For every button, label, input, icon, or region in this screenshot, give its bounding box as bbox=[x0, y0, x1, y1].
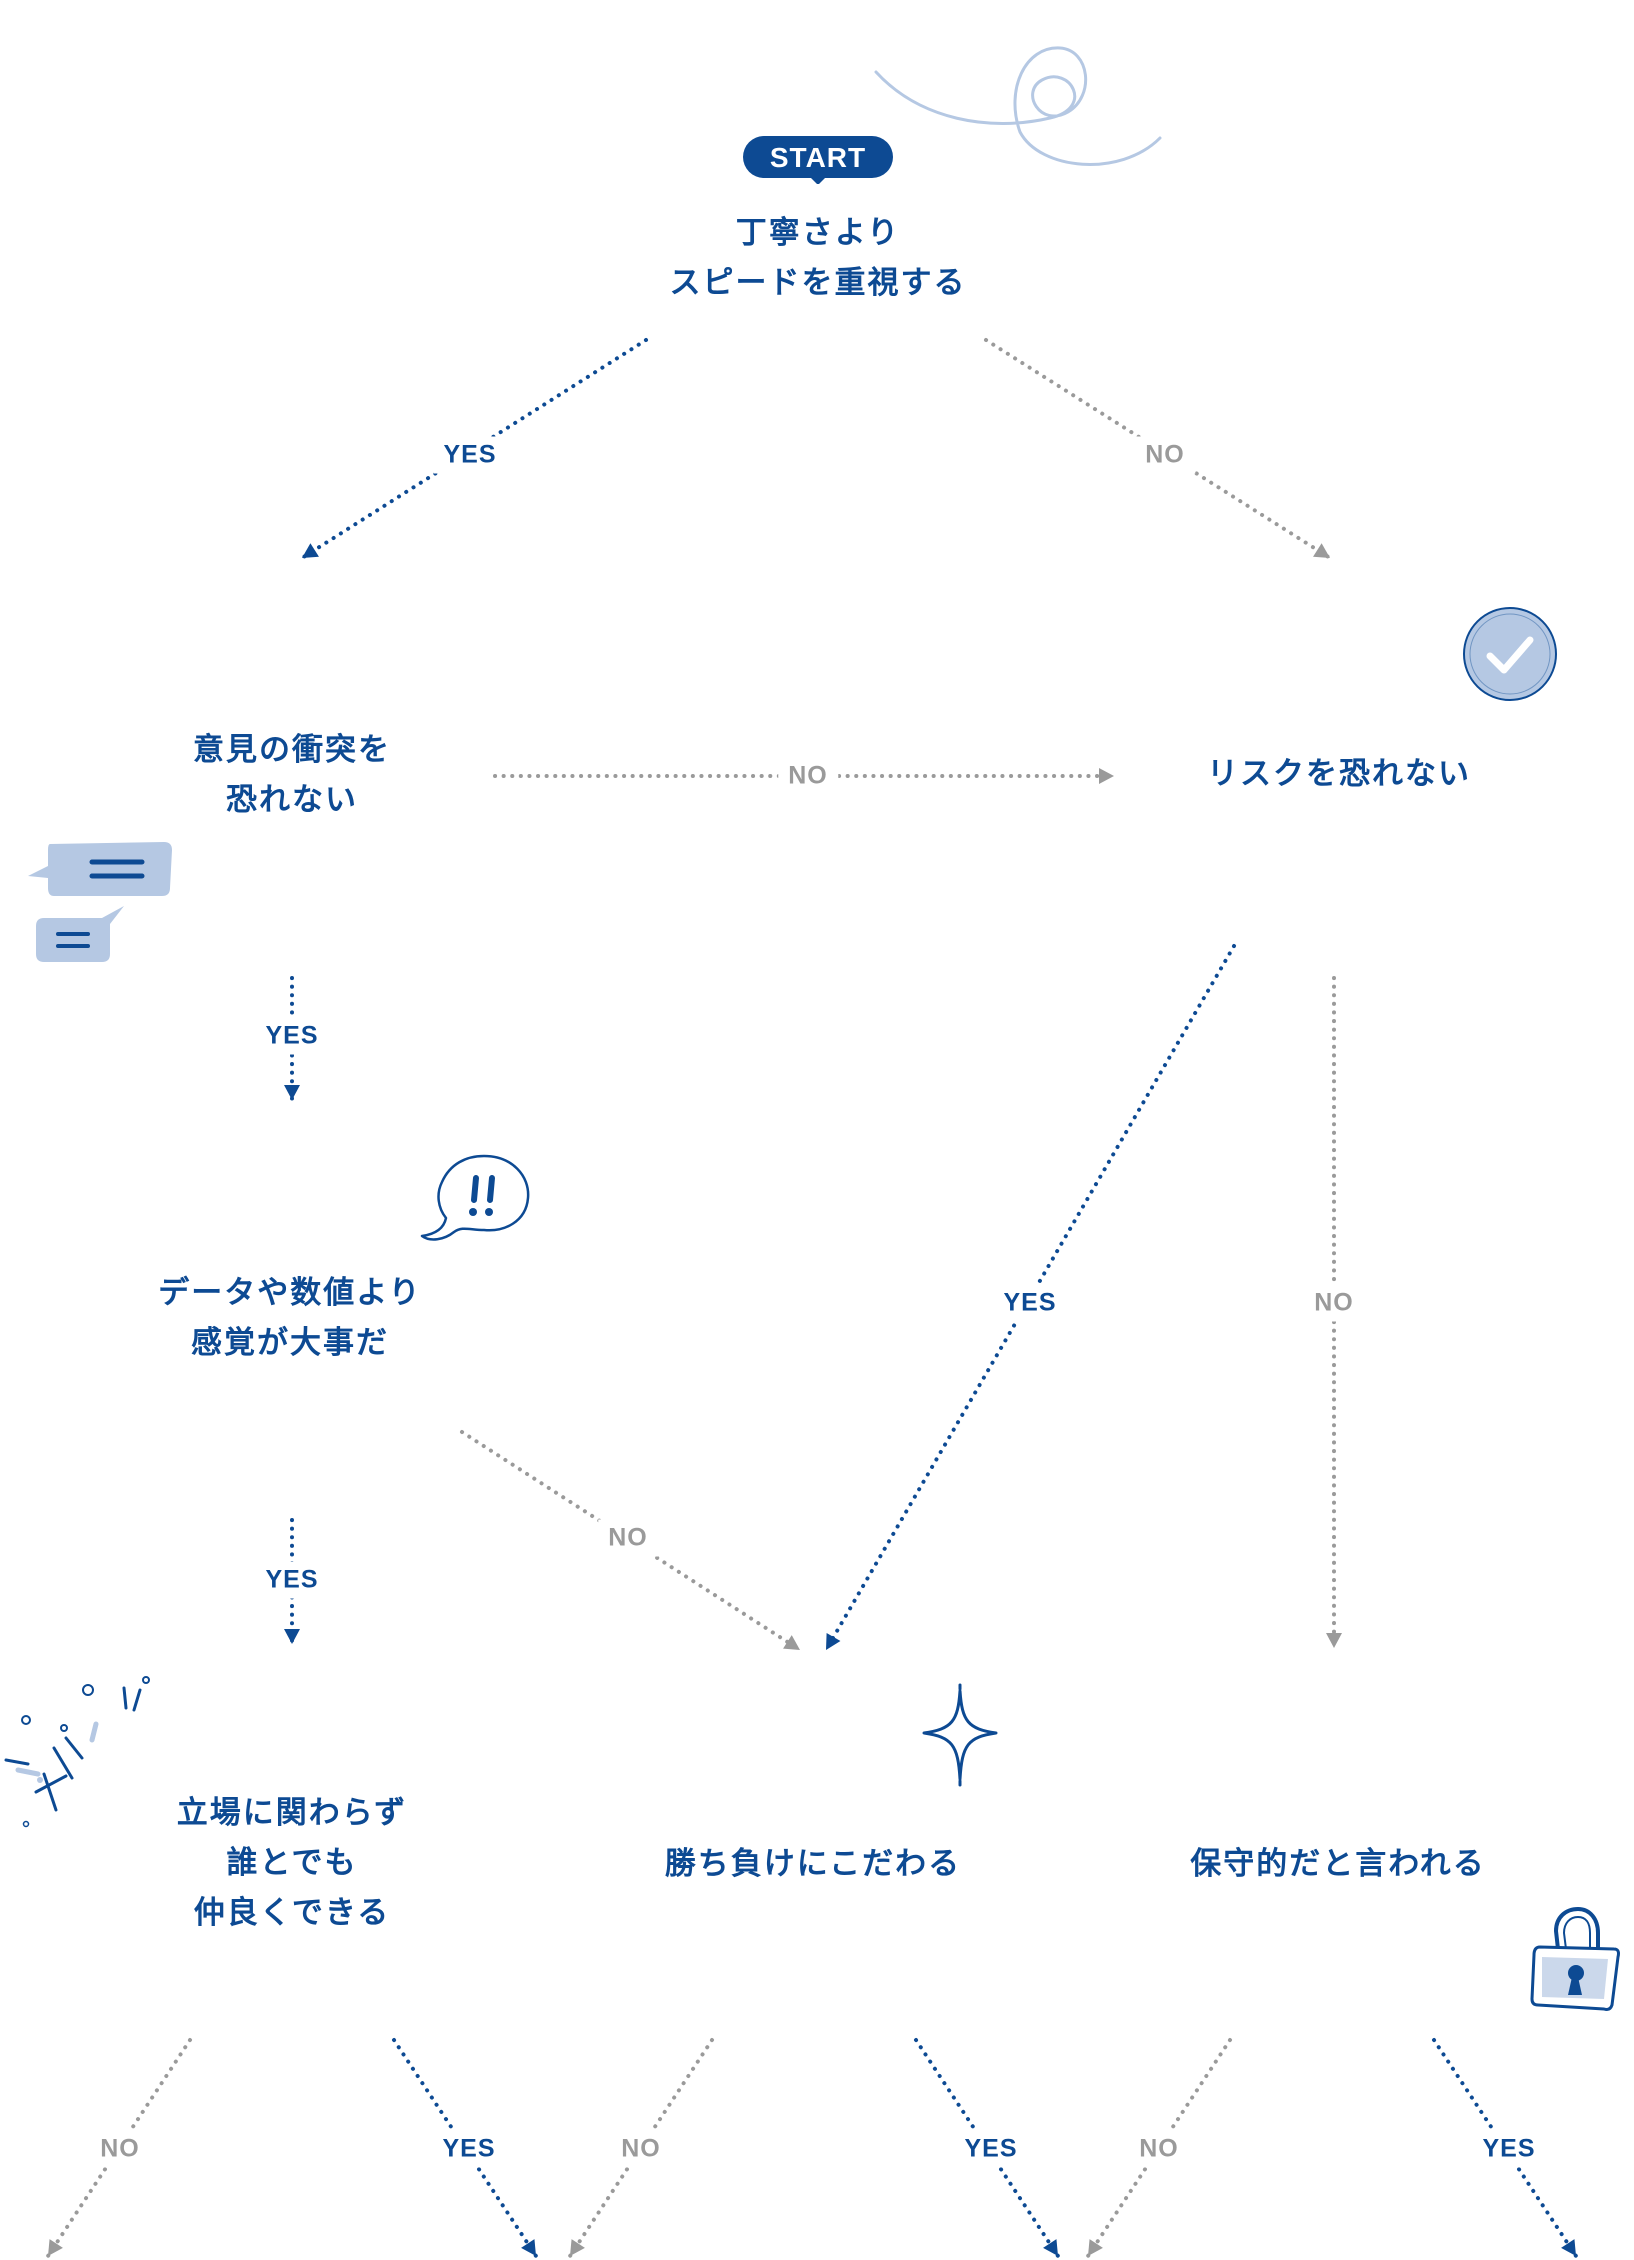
arrowhead-icon bbox=[302, 543, 319, 558]
edge-label-q5-yes: YES bbox=[432, 2130, 506, 2168]
node-line: データや数値より bbox=[158, 1275, 422, 1311]
edge-label-q7-yes: YES bbox=[1472, 2130, 1546, 2168]
connector-q1-yes bbox=[300, 338, 648, 560]
node-line: 勝ち負けにこだわる bbox=[664, 1846, 962, 1882]
edge-label-q1-no: NO bbox=[1135, 436, 1195, 474]
edge-label-q4-no: NO bbox=[598, 1519, 658, 1557]
question-care-about-winning: 勝ち負けにこだわる bbox=[665, 1839, 961, 1889]
speech-bubbles-icon bbox=[28, 842, 172, 962]
sparkle-icon bbox=[922, 1683, 998, 1787]
question-not-afraid-of-risk: リスクを恐れない bbox=[1207, 749, 1471, 799]
arrowhead-icon bbox=[1088, 2239, 1103, 2256]
arrowhead-icon bbox=[48, 2239, 63, 2256]
node-line: スピードを重視する bbox=[669, 265, 967, 301]
connector-q4-no bbox=[460, 1430, 802, 1652]
arrowhead-icon bbox=[826, 1633, 841, 1650]
node-line: 意見の衝突を bbox=[193, 732, 391, 768]
arrowhead-icon bbox=[1099, 768, 1114, 784]
arrowhead-icon bbox=[570, 2239, 585, 2256]
question-speed-over-care: 丁寧さより スピードを重視する bbox=[670, 208, 967, 308]
edge-label-q5-no: NO bbox=[90, 2130, 150, 2168]
swirl-doodle-icon bbox=[874, 46, 1162, 166]
arrowhead-icon bbox=[1313, 543, 1330, 558]
edge-label-q6-no: NO bbox=[611, 2130, 671, 2168]
node-line: 保守的だと言われる bbox=[1190, 1846, 1486, 1882]
node-line: 丁寧さより bbox=[735, 215, 901, 251]
node-line: 立場に関わらず bbox=[176, 1795, 408, 1831]
start-badge bbox=[743, 136, 893, 184]
edge-label-q4-yes: YES bbox=[255, 1561, 329, 1599]
arrowhead-icon bbox=[1043, 2239, 1058, 2256]
edge-label-q2-no: NO bbox=[778, 757, 838, 795]
question-called-conservative: 保守的だと言われる bbox=[1190, 1839, 1485, 1889]
node-line: リスクを恐れない bbox=[1207, 756, 1471, 792]
connector-q3-yes bbox=[824, 944, 1236, 1652]
burst-lines-icon bbox=[4, 1676, 150, 1828]
arrowhead-icon bbox=[1561, 2239, 1576, 2256]
arrowhead-icon bbox=[1326, 1633, 1342, 1648]
node-line: 感覚が大事だ bbox=[190, 1325, 389, 1361]
arrowhead-icon bbox=[521, 2239, 536, 2256]
exclamation-bubble-icon bbox=[420, 1154, 530, 1241]
node-line: 誰とでも bbox=[226, 1845, 358, 1881]
connector-q1-no bbox=[984, 338, 1332, 560]
node-line: 恐れない bbox=[226, 782, 358, 818]
edge-label-q3-yes: YES bbox=[993, 1284, 1067, 1322]
question-not-afraid-of-conflict: 意見の衝突を 恐れない bbox=[193, 725, 391, 825]
arrowhead-icon bbox=[284, 1085, 300, 1100]
padlock-icon bbox=[1530, 1906, 1620, 2011]
arrowhead-icon bbox=[284, 1629, 300, 1644]
edge-label-q7-no: NO bbox=[1129, 2130, 1189, 2168]
node-line: 仲良くできる bbox=[193, 1895, 391, 1931]
arrowhead-icon bbox=[783, 1635, 800, 1650]
edge-label-q1-yes: YES bbox=[433, 436, 507, 474]
edge-label-q6-yes: YES bbox=[954, 2130, 1028, 2168]
question-intuition-over-data: データや数値より 感覚が大事だ bbox=[158, 1268, 421, 1368]
edge-label-q2-yes: YES bbox=[255, 1017, 329, 1055]
start-label: START bbox=[769, 142, 867, 173]
checkmark-badge-icon bbox=[1463, 607, 1557, 701]
edge-label-q3-no: NO bbox=[1304, 1284, 1364, 1322]
question-get-along-with-anyone: 立場に関わらず 誰とでも 仲良くできる bbox=[177, 1788, 407, 1938]
